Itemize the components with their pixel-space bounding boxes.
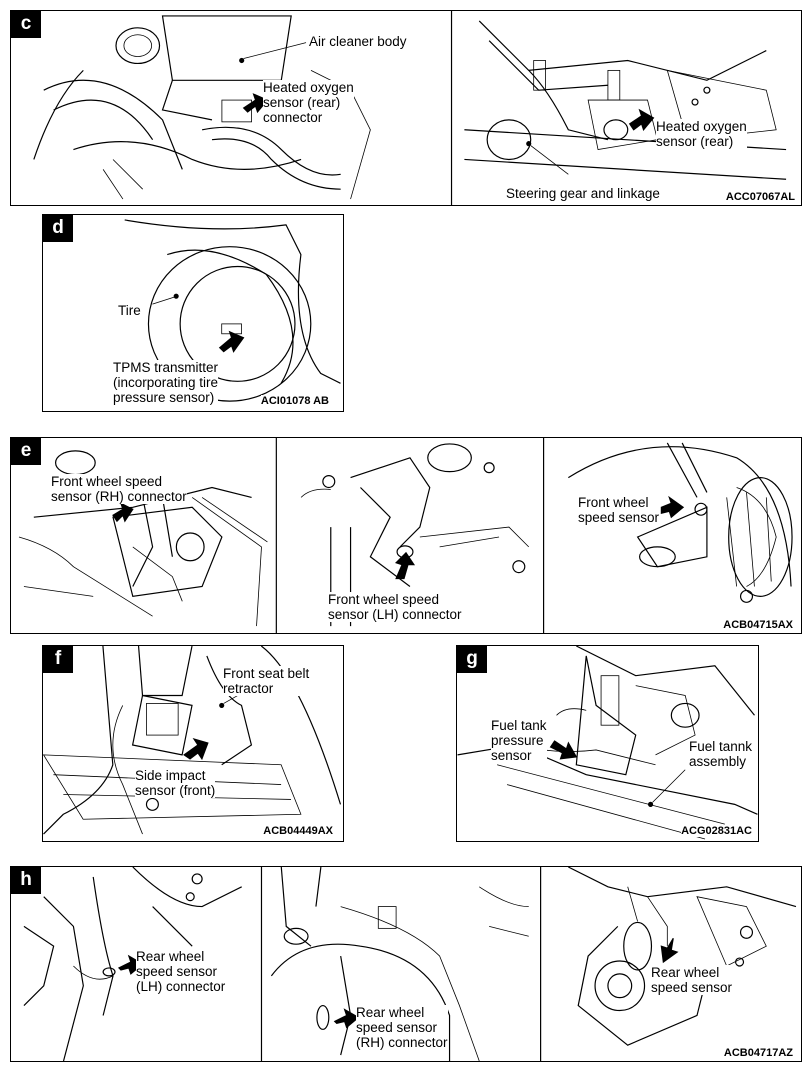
- figure-code: ACB04717AZ: [723, 1047, 793, 1059]
- label-fuel-tank-pressure-sensor: Fuel tank pressure sensor: [491, 718, 547, 763]
- panel-tag: e: [11, 438, 41, 465]
- label-front-wheel-speed-sensor-lh-connector: Front wheel speed sensor (LH) connector: [328, 592, 462, 622]
- label-fuel-tank-assembly: Fuel tannk assembly: [689, 739, 753, 769]
- figure-code: ACB04449AX: [263, 825, 333, 837]
- label-tpms-transmitter: TPMS transmitter (incorporating tire pre…: [113, 360, 219, 405]
- label-tire: Tire: [118, 303, 141, 318]
- panel-d: d Tire TPMS transmitter (incorporating t…: [42, 214, 344, 412]
- panel-tag: h: [11, 867, 41, 894]
- figure-code: ACB04715AX: [723, 619, 793, 631]
- figure-code: ACC07067AL: [725, 191, 795, 203]
- panel-e: e Front whee: [10, 437, 802, 634]
- label-front-wheel-speed-sensor: Front wheel speed sensor: [578, 495, 660, 525]
- label-rear-wheel-speed-sensor-rh-connector: Rear wheel speed sensor (RH) connector: [356, 1005, 448, 1050]
- label-side-impact-sensor-front: Side impact sensor (front): [135, 768, 216, 798]
- tire-illustration: [124, 219, 341, 402]
- figure-code: ACI01078 AB: [260, 395, 329, 407]
- label-front-wheel-speed-sensor-rh-connector: Front wheel speed sensor (RH) connector: [51, 474, 187, 504]
- panel-tag: g: [457, 646, 487, 673]
- label-steering-gear-and-linkage: Steering gear and linkage: [506, 186, 660, 201]
- label-rear-wheel-speed-sensor: Rear wheel speed sensor: [651, 965, 733, 995]
- panel-tag: d: [43, 215, 73, 242]
- panel-tag: c: [11, 11, 41, 38]
- label-rear-wheel-speed-sensor-lh-connector: Rear wheel speed sensor (LH) connector: [136, 949, 226, 994]
- b-pillar-illustration: [43, 646, 342, 835]
- panel-tag: f: [43, 646, 73, 673]
- rear-suspension-illustration: [23, 867, 797, 1061]
- panel-g: g Fuel tank pressure sensor Fuel tannk a…: [456, 645, 759, 842]
- panel-c: c Air cleane: [10, 10, 802, 206]
- panel-h: h Rear wheel speed: [10, 866, 802, 1062]
- panel-f: f Front seat belt retractor Side impact …: [42, 645, 344, 842]
- figure-code: ACG02831AC: [681, 825, 752, 837]
- label-front-seat-belt-retractor: Front seat belt retractor: [223, 666, 310, 696]
- label-heated-oxygen-sensor-rear-connector: Heated oxygen sensor (rear) connector: [263, 80, 354, 125]
- label-air-cleaner-body: Air cleaner body: [309, 34, 407, 49]
- label-heated-oxygen-sensor-rear: Heated oxygen sensor (rear): [656, 119, 747, 149]
